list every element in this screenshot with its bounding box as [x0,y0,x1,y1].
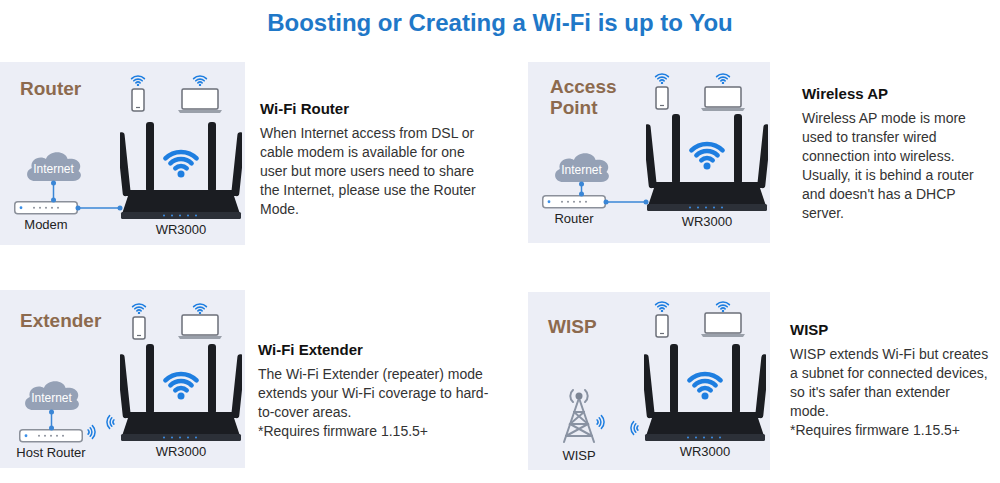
mode-description: Wireless AP Wireless AP mode is more used… [802,84,990,223]
device-icon [14,200,78,216]
wr3000-router: WR3000 [646,114,768,231]
mode-description-text: The Wi-Fi Extender (repeater) mode exten… [258,365,498,422]
wr3000-router: WR3000 [120,122,242,239]
mode-heading: Wireless AP [802,84,990,103]
device-label: Internet [550,161,613,179]
mode-heading: Wi-Fi Extender [258,340,498,359]
device-label: WR3000 [646,213,768,231]
extender-panel-clients [88,304,222,438]
mode-description-text: Wireless AP mode is more used to transfe… [802,109,990,223]
device-label: Host Router [6,445,96,461]
cable-line [51,181,56,203]
mode-panel: ExtenderInternetHost Router WR3000 [0,290,245,468]
internet-cloud: Internet [550,148,613,184]
mode-name: Access Point [550,76,642,118]
device-label: Internet [20,389,83,407]
device-label: Modem [14,217,78,233]
ap-panel-clients [656,74,745,111]
mode-name: WISP [548,316,648,337]
wr3000-router: WR3000 [120,344,242,461]
wr3000-router-drawing [644,344,766,441]
wisp-tower: WISP [546,384,612,464]
mode-description-text: WISP extends Wi-Fi but creates a subnet … [790,345,990,421]
cable-line [604,200,649,205]
device-label: Internet [22,160,85,178]
network-device: Modem [14,200,78,233]
device-label: WISP [546,448,612,464]
device-icon [19,428,83,444]
device-icon [542,194,606,210]
cable-line [76,206,123,211]
network-device: Router [542,194,606,227]
wr3000-router-drawing [120,122,242,219]
mode-panel: RouterInternetModem WR3000 [0,62,245,245]
wisp-panel-clients [631,302,745,434]
mode-description: Wi-Fi RouterWhen Internet access from DS… [260,99,494,219]
internet-cloud: Internet [22,147,85,183]
wr3000-router-drawing [120,344,242,441]
mode-name: Router [20,78,130,99]
router-panel-clients [132,76,222,113]
device-label: Router [542,211,606,227]
cable-line [579,182,584,197]
mode-description: WISP WISP extends Wi-Fi but creates a sub… [790,320,990,440]
mode-description: Wi-Fi ExtenderThe Wi-Fi Extender (repeat… [258,340,498,441]
cable-line [49,410,54,431]
page-title: Boosting or Creating a Wi-Fi is up to Yo… [0,8,1000,38]
wr3000-router-drawing [646,114,768,211]
mode-name: Extender [20,310,130,331]
mode-heading: WISP [790,320,990,339]
device-label: WR3000 [120,221,242,239]
mode-description-text: *Requires firmware 1.15.5+ [258,422,498,441]
wisp-tower-drawing [546,384,612,444]
mode-panel: WISP WISP WR3000 [528,292,770,470]
mode-heading: Wi-Fi Router [260,99,494,118]
network-device: Host Router [6,428,96,461]
mode-description-text: *Requires firmware 1.15.5+ [790,421,990,440]
mode-description-text: When Internet access from DSL or cable m… [260,124,494,219]
wr3000-router: WR3000 [644,344,766,461]
internet-cloud: Internet [20,376,83,412]
mode-panel: Access PointInternetRouter WR3000 [528,62,770,243]
device-label: WR3000 [120,443,242,461]
device-label: WR3000 [644,443,766,461]
